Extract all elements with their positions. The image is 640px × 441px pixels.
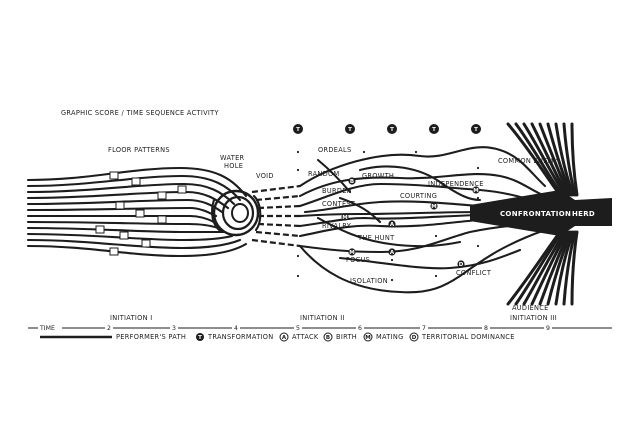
svg-text:M: M xyxy=(473,188,478,194)
svg-text:ATTACK: ATTACK xyxy=(292,333,319,341)
mating-marker: M xyxy=(430,202,438,210)
svg-text:B: B xyxy=(350,179,354,185)
label-hole: HOLE xyxy=(224,162,243,170)
transformation-marker: T xyxy=(293,124,303,134)
legend-transformation: T TRANSFORMATION xyxy=(196,333,274,341)
dominance-marker: D xyxy=(457,260,465,268)
svg-text:TRANSFORMATION: TRANSFORMATION xyxy=(207,333,274,341)
svg-text:D: D xyxy=(412,335,417,341)
time-tick: 2 xyxy=(107,325,111,332)
svg-text:T: T xyxy=(348,127,352,133)
diagram-labels: FLOOR PATTERNS WATER HOLE VOID ORDEALS R… xyxy=(108,146,595,312)
label-ordeals: ORDEALS xyxy=(318,146,352,154)
svg-text:M: M xyxy=(349,250,354,256)
legend-performers-path: PERFORMER'S PATH xyxy=(116,333,186,341)
label-the-hunt: THE HUNT xyxy=(357,234,395,242)
time-tick: 6 xyxy=(358,325,362,332)
legend: PERFORMER'S PATH T TRANSFORMATION A ATTA… xyxy=(40,332,515,342)
label-contest: CONTEST xyxy=(322,200,356,208)
svg-text:T: T xyxy=(390,127,394,133)
phase-initiation-2: INITIATION II xyxy=(300,314,345,322)
phase-labels: INITIATION I INITIATION II INITIATION II… xyxy=(110,314,557,322)
phase-initiation-1: INITIATION I xyxy=(110,314,153,322)
svg-text:M: M xyxy=(342,215,347,221)
label-common-enemy: COMMON ENEMY xyxy=(498,157,559,165)
svg-text:TERRITORIAL DOMINANCE: TERRITORIAL DOMINANCE xyxy=(421,333,515,341)
label-herd: HERD xyxy=(572,210,595,218)
time-tick: 5 xyxy=(296,325,300,332)
time-tick: 7 xyxy=(422,325,426,332)
svg-text:A: A xyxy=(282,335,287,341)
transformation-marker: T xyxy=(345,124,355,134)
legend-attack: A ATTACK xyxy=(279,332,319,342)
legend-territorial-dominance: D TERRITORIAL DOMINANCE xyxy=(409,332,515,342)
label-independence: INDEPENDENCE xyxy=(428,180,484,188)
attack-marker: A xyxy=(388,220,396,228)
mating-marker: M xyxy=(341,213,349,221)
mating-marker: M xyxy=(348,248,356,256)
svg-text:D: D xyxy=(459,262,464,268)
svg-text:A: A xyxy=(390,222,395,228)
svg-text:T: T xyxy=(474,127,478,133)
legend-mating: M MATING xyxy=(363,332,404,342)
event-markers: B M M M A A M D xyxy=(341,177,480,268)
label-rivalry: RIVALRY xyxy=(322,222,352,230)
svg-text:T: T xyxy=(432,127,436,133)
label-random: RANDOM xyxy=(308,170,340,178)
timeline: TIME 2 3 4 5 6 7 8 9 xyxy=(28,324,612,332)
label-void: VOID xyxy=(256,172,274,180)
label-focus: FOCUS xyxy=(346,256,370,264)
label-isolation: ISOLATION xyxy=(350,277,388,285)
svg-text:T: T xyxy=(296,127,300,133)
water-hole-spiral xyxy=(211,189,262,237)
timeline-label: TIME xyxy=(39,325,55,332)
time-tick: 9 xyxy=(546,325,550,332)
attack-marker: A xyxy=(388,248,396,256)
svg-text:BIRTH: BIRTH xyxy=(336,333,357,341)
svg-text:B: B xyxy=(326,335,330,341)
legend-birth: B BIRTH xyxy=(323,332,357,342)
void-dashed-lines xyxy=(251,184,301,248)
time-tick: 3 xyxy=(172,325,176,332)
floor-pattern-boxes xyxy=(95,171,187,256)
svg-text:MATING: MATING xyxy=(376,333,404,341)
label-confrontation: CONFRONTATION xyxy=(500,210,571,218)
label-burden: BURDEN xyxy=(322,187,352,195)
time-tick: 8 xyxy=(484,325,488,332)
label-floor-patterns: FLOOR PATTERNS xyxy=(108,146,170,154)
label-courting: COURTING xyxy=(400,192,437,200)
time-tick: 4 xyxy=(234,325,238,332)
label-conflict: CONFLICT xyxy=(456,269,492,277)
label-growth: GROWTH xyxy=(362,172,394,180)
label-water: WATER xyxy=(220,154,245,162)
label-audience: AUDIENCE xyxy=(512,304,549,312)
phase-initiation-3: INITIATION III xyxy=(510,314,557,322)
floor-pattern-lines xyxy=(26,166,248,258)
svg-text:A: A xyxy=(390,250,395,256)
transformation-marker: T xyxy=(387,124,397,134)
confrontation-band xyxy=(470,122,612,306)
transformation-marker: T xyxy=(429,124,439,134)
transformation-marker: T xyxy=(471,124,481,134)
svg-text:T: T xyxy=(198,335,202,341)
score-title: GRAPHIC SCORE / TIME SEQUENCE ACTIVITY xyxy=(61,109,219,117)
mating-marker: M xyxy=(472,186,480,194)
svg-text:M: M xyxy=(365,335,370,341)
svg-text:M: M xyxy=(431,204,436,210)
birth-marker: B xyxy=(348,177,356,185)
transformation-markers: T T T T T xyxy=(293,124,481,134)
